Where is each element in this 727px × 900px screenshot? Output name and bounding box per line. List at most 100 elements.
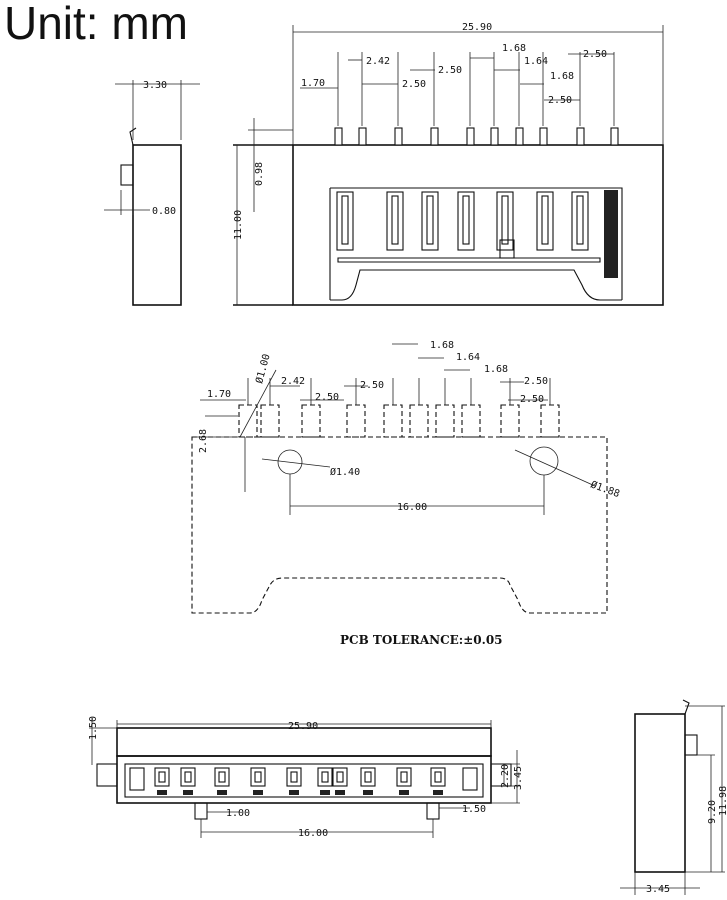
front-height: 11.00 [233,210,244,240]
bottom-pin-contact [321,771,329,783]
front-pitch-1-70: 1.70 [301,78,325,89]
front-pin [490,127,499,146]
bottom-pin [317,767,333,787]
front-overall-width: 25.90 [462,22,492,33]
bottom-pin [430,767,446,787]
pcb-pad [301,404,321,438]
pcb-pitch-2-50-b: 2.50 [360,380,384,391]
pcb-pad [346,404,366,438]
pcb-pad [540,404,560,438]
bottom-pin-contact [158,771,166,783]
right-view: 9.20 11.98 3.45 [620,699,727,895]
bottom-pin [286,767,302,787]
bottom-pin-foot [157,790,167,795]
front-contact-slot [421,191,439,251]
front-pitch-2-50-c: 2.50 [548,95,572,106]
pcb-layout: Ø1.00 Ø1.40 Ø1.88 16.00 2.68 1.70 2.42 2… [191,340,621,647]
front-pin [610,127,619,146]
front-contact-spring [341,195,349,245]
pcb-pad [500,404,520,438]
front-view: 25.90 11.00 0.98 1.70 2.42 2.50 2.50 1.6… [233,22,664,306]
bottom-pin-contact [364,771,372,783]
bottom-pin-foot [289,790,299,795]
bottom-pin-contact [290,771,298,783]
pcb-pitch-1-64: 1.64 [456,352,480,363]
front-contact-spring [462,195,470,245]
front-contact-latch [604,190,618,278]
bottom-pin-foot [433,790,443,795]
bottom-pin-foot [335,790,345,795]
bottom-pin-foot [183,790,193,795]
front-pin [430,127,439,146]
bottom-pin-contact [218,771,226,783]
front-pin [576,127,585,146]
front-pin [358,127,367,146]
side-width-label: 3.30 [143,80,167,91]
bottom-pin [360,767,376,787]
front-contact-spring [541,195,549,245]
right-width: 3.45 [646,884,670,895]
front-contact-slot [336,191,354,251]
pcb-tolerance-note: PCB TOLERANCE:±0.05 [340,633,503,647]
front-contact-spring [426,195,434,245]
pcb-pad [461,404,481,438]
front-contacts [336,190,618,278]
bottom-pin-depth: 2.20 [500,764,511,788]
front-contact-slot [496,191,514,251]
pcb-pitch-2-42: 2.42 [281,376,305,387]
side-view: 3.30 0.80 [104,80,200,306]
bottom-pin-foot [320,790,330,795]
front-pins [334,127,619,146]
front-pitch-2-50-d: 2.50 [583,49,607,60]
pcb-pad [260,404,280,438]
front-contact-spring [576,195,584,245]
bottom-pin [154,767,170,787]
bottom-pin [332,767,348,787]
front-contact-spring [501,195,509,245]
pcb-pitch-1-68-a: 1.68 [430,340,454,351]
front-pin-height: 0.98 [254,162,265,186]
pcb-pad-depth: 2.68 [198,429,209,453]
front-pin [539,127,548,146]
right-height-b: 11.98 [718,786,727,816]
front-pitch-1-68-a: 1.68 [502,43,526,54]
right-height-a: 9.20 [707,800,718,824]
bottom-view: 25.90 1.50 2.20 3.45 1.00 1.50 16.00 [88,716,524,839]
front-pin [394,127,403,146]
bottom-pin-contact [336,771,344,783]
bottom-pin [250,767,266,787]
pcb-pitch-1-68-b: 1.68 [484,364,508,375]
front-pitch-2-42: 2.42 [366,56,390,67]
bottom-post-spacing: 16.00 [298,828,328,839]
front-pitch-2-50-a: 2.50 [402,79,426,90]
front-pin [466,127,475,146]
front-contact-slot [536,191,554,251]
pcb-pitch-2-50-d: 2.50 [520,394,544,405]
pcb-post-dia-left: Ø1.40 [330,466,360,478]
bottom-end-pin [462,767,478,791]
bottom-post-dia-left: 1.00 [226,808,250,819]
pcb-pitch-2-50-a: 2.50 [315,392,339,403]
side-offset-label: 0.80 [152,206,176,217]
bottom-pin-contact [434,771,442,783]
bottom-post-dia-right: 1.50 [462,804,486,815]
pcb-pad [383,404,403,438]
bottom-end-pin [129,767,145,791]
pcb-pad [409,404,429,438]
bottom-pin-foot [363,790,373,795]
front-contact-slot [457,191,475,251]
bottom-top-offset: 1.50 [88,716,99,740]
bottom-pin-contact [400,771,408,783]
bottom-pin-contact [184,771,192,783]
bottom-pin [396,767,412,787]
front-pitch-1-68-b: 1.68 [550,71,574,82]
bottom-pin [214,767,230,787]
front-pitch-1-64: 1.64 [524,56,548,67]
pcb-post-dia-right: Ø1.88 [589,479,621,501]
front-pin [515,127,524,146]
bottom-pin-foot [399,790,409,795]
front-contact-key [499,239,515,259]
front-contact-slot [571,191,589,251]
pcb-post-spacing: 16.00 [397,502,427,513]
front-contact-slot [386,191,404,251]
